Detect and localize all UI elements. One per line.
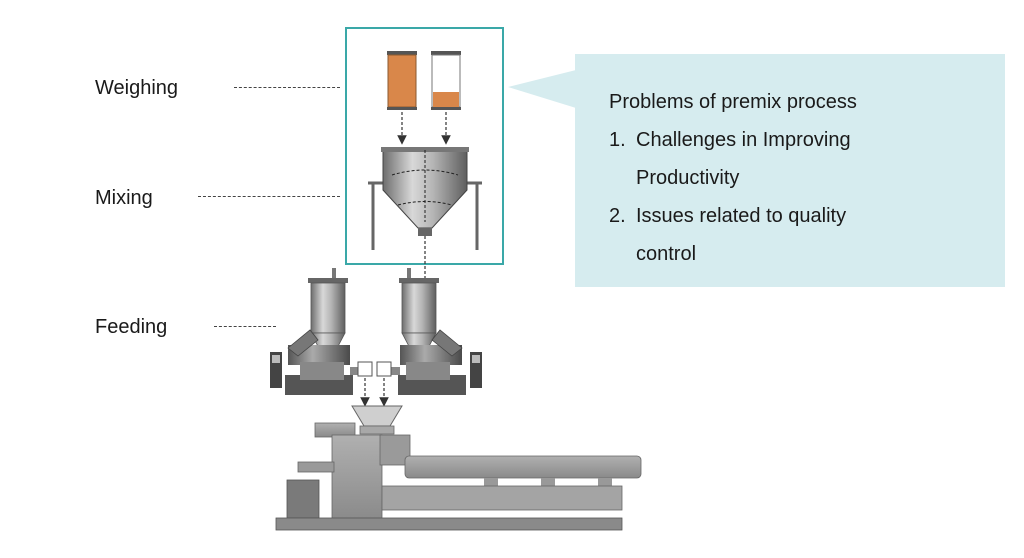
feeder-outlet-right <box>376 361 392 377</box>
problem-number: 1. <box>609 129 626 151</box>
problem-text-line2: Productivity <box>636 167 740 189</box>
extruder <box>275 405 642 531</box>
weighing-leader-line <box>234 87 340 88</box>
feeding-leader-line <box>214 326 276 327</box>
weighing-container-partial <box>431 51 461 110</box>
weighing-label: Weighing <box>95 77 179 99</box>
problem-item-2: 2. Issues related to quality control <box>609 197 969 273</box>
feeder-outlet-left <box>357 361 373 377</box>
mixer-vessel <box>368 147 482 250</box>
callout-title: Problems of premix process <box>609 91 857 113</box>
mixing-leader-line <box>198 196 340 197</box>
weighing-container-full <box>387 51 417 110</box>
problem-text-line1: Issues related to quality <box>636 205 847 227</box>
feeder-left <box>270 268 362 395</box>
feeding-label: Feeding <box>95 316 168 338</box>
feeder-right <box>388 268 482 395</box>
callout-pointer <box>508 70 576 108</box>
problems-callout-box <box>575 54 1005 287</box>
problem-text-line1: Challenges in Improving <box>636 129 851 151</box>
problem-text-line2: control <box>636 243 697 265</box>
problem-item-1: 1. Challenges in Improving Productivity <box>609 121 969 197</box>
mixing-label: Mixing <box>95 187 153 209</box>
problem-number: 2. <box>609 205 626 227</box>
